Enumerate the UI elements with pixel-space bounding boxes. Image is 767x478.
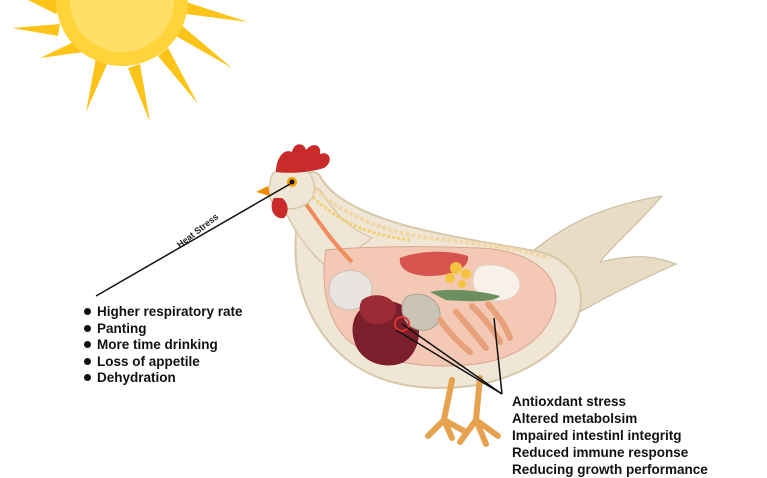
- bullet-icon: [84, 358, 91, 365]
- bullet-icon: [84, 374, 91, 381]
- bullet-icon: [84, 325, 91, 332]
- list-item: Higher respiratory rate: [84, 304, 243, 321]
- bullet-icon: [84, 341, 91, 348]
- sun-icon: [12, 0, 248, 122]
- beak: [256, 186, 270, 196]
- bullet-icon: [84, 308, 91, 315]
- physiological-effects-list: Antioxdant stress Altered metabolsim Imp…: [512, 393, 708, 478]
- list-item: Dehydration: [84, 370, 243, 387]
- list-item: Altered metabolsim: [512, 410, 708, 427]
- list-item: Panting: [84, 321, 243, 338]
- list-item: Antioxdant stress: [512, 393, 708, 410]
- list-item: Impaired intestinl integritg: [512, 427, 708, 444]
- comb: [276, 144, 330, 173]
- list-item: Reducing growth performance: [512, 461, 708, 478]
- list-item: More time drinking: [84, 337, 243, 354]
- behavioral-signs-list: Higher respiratory rate Panting More tim…: [84, 304, 243, 387]
- list-item: Reduced immune response: [512, 444, 708, 461]
- list-item: Loss of appetile: [84, 354, 243, 371]
